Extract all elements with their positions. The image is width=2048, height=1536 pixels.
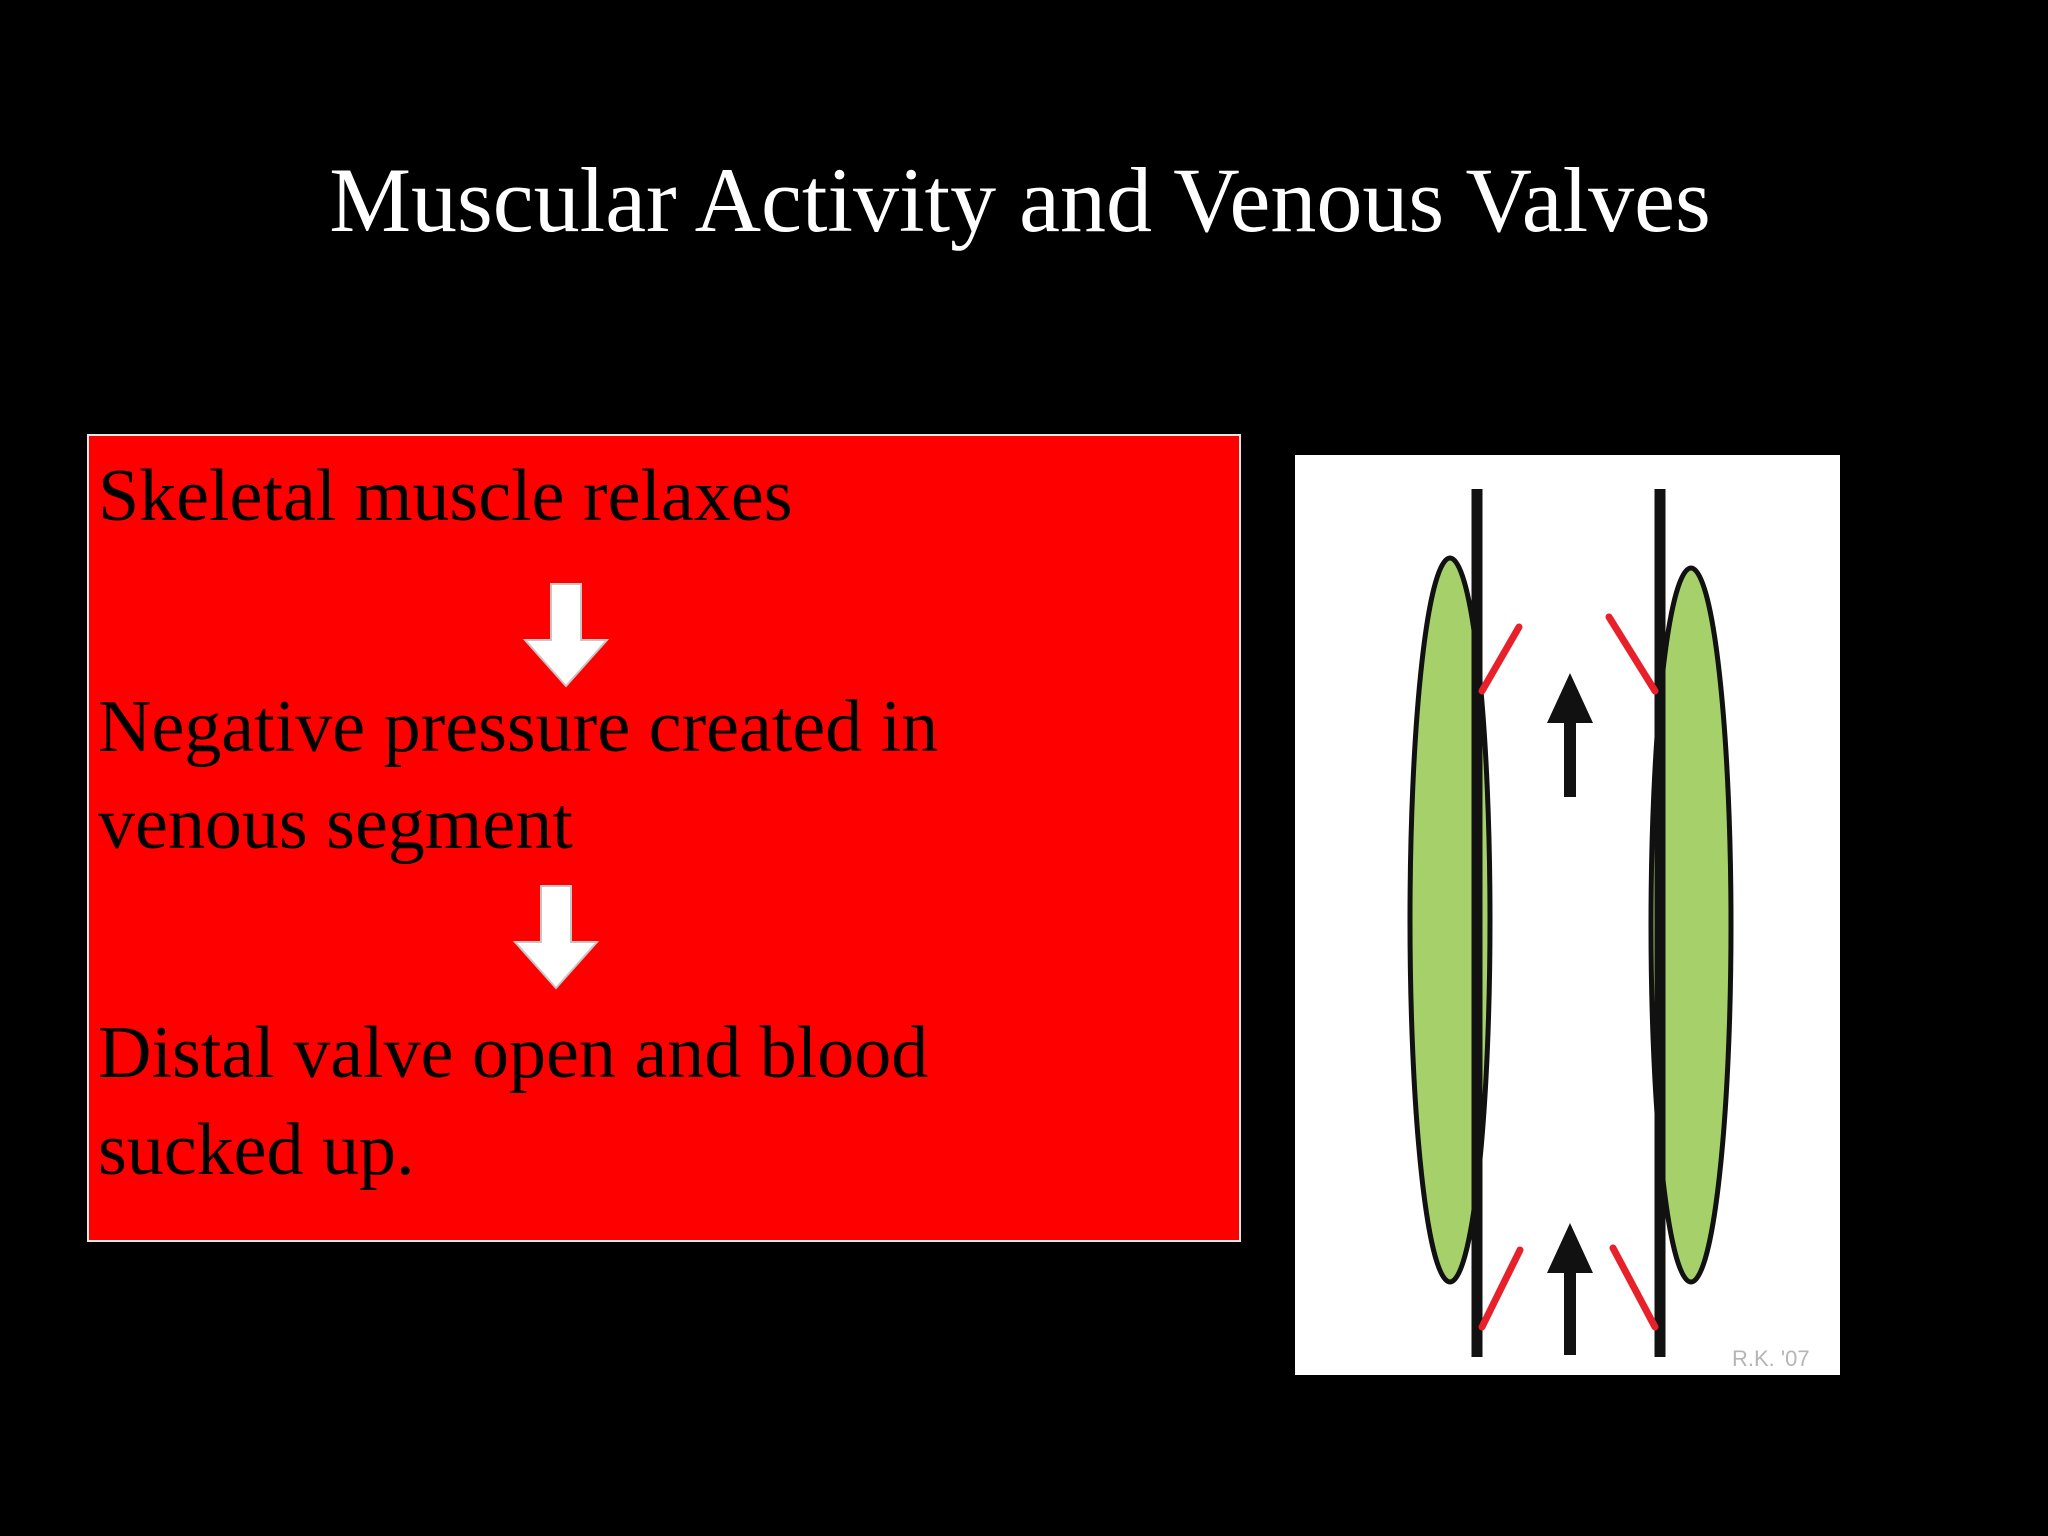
bullet-text-1: Skeletal muscle relaxes (98, 455, 793, 537)
valve-leaflet-upper-left (1478, 623, 1523, 695)
bullet-dot: • (20, 1020, 42, 1086)
bullet-text-3: Distal valve open and blood sucked up. (98, 1005, 1138, 1199)
valve-leaflet-upper-right (1605, 613, 1659, 695)
figure-credit: R.K. '07 (1732, 1346, 1810, 1371)
bullet-text-3-line2: sucked up. (98, 1109, 415, 1191)
down-arrow-icon (512, 885, 600, 990)
muscle-right (1648, 565, 1734, 1285)
bullet-text-2-line2: venous segment (98, 783, 573, 865)
valve-leaflet-lower-left (1478, 1246, 1524, 1331)
bullet-text-2-line1: Negative pressure created in (98, 686, 939, 768)
valve-leaflet-lower-right (1609, 1244, 1659, 1331)
bullet-text-3-line1: Distal valve open and blood (98, 1012, 929, 1094)
bullet-dot: • (20, 463, 42, 529)
bullet-dot: • (20, 694, 42, 760)
slide-title: Muscular Activity and Venous Valves (329, 149, 1711, 251)
vein-valve-figure (1295, 455, 1840, 1375)
flow-up-arrow-icon (1547, 673, 1593, 797)
bullet-text-2: Negative pressure created in venous segm… (98, 679, 1138, 873)
muscle-left (1407, 555, 1493, 1285)
down-arrow-icon (522, 583, 610, 688)
flow-up-arrow-icon (1547, 1223, 1593, 1355)
content-box (87, 434, 1241, 1242)
vein-valve-diagram (1407, 489, 1734, 1357)
